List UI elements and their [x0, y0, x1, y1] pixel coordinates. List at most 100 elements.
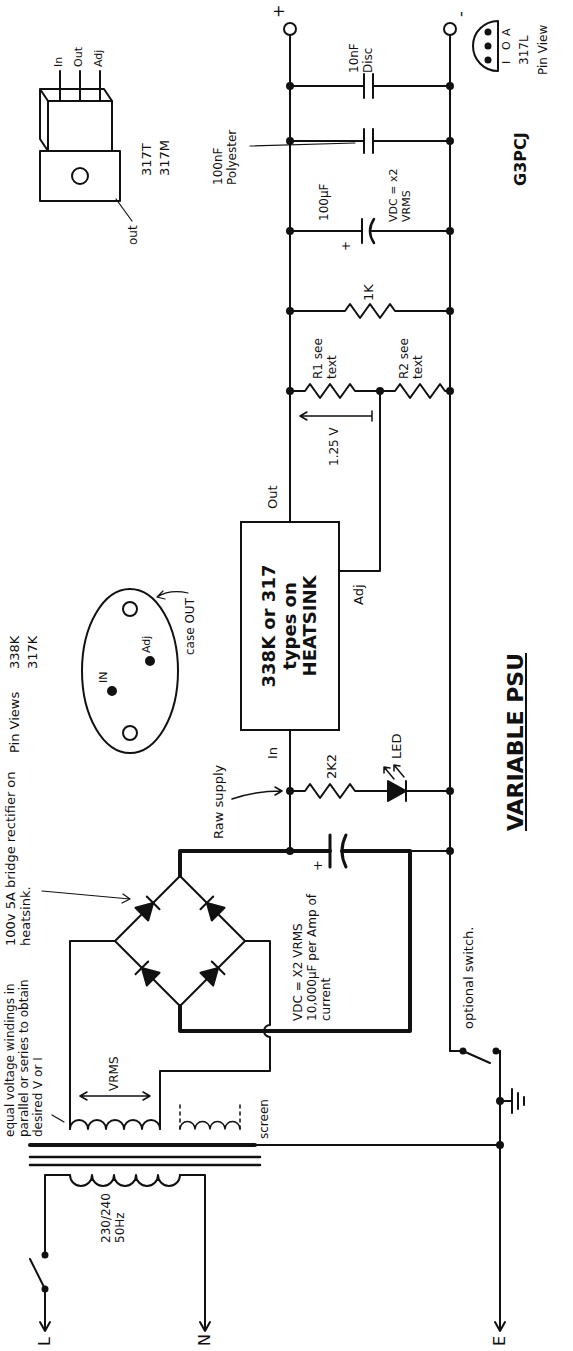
circuit-label: In	[53, 57, 66, 67]
transformer-symbol	[30, 1157, 260, 1165]
bridge-rectifier	[200, 896, 224, 920]
circuit-label: Out	[266, 485, 281, 509]
schematic	[30, 21, 524, 1331]
supply-rails	[447, 848, 453, 854]
circuit-label: 100nF Polyester	[212, 103, 240, 185]
bridge-rectifier	[135, 896, 159, 920]
divider-resistors	[380, 384, 450, 398]
divider-resistors	[290, 304, 450, 318]
circuit-label: IN	[98, 672, 111, 683]
circuit-label: +	[340, 241, 354, 251]
diagram-title: VARIABLE PSU	[503, 653, 528, 831]
to3-pin-view	[123, 602, 137, 616]
output-capacitors	[250, 74, 450, 243]
circuit-label: 1K	[362, 284, 377, 301]
transformer-symbol	[30, 1143, 255, 1147]
circuit-label: 2K2	[325, 754, 340, 779]
bridge-rectifier	[42, 891, 130, 903]
optional-switch	[498, 1050, 500, 1052]
mains-input	[45, 1175, 70, 1255]
circuit-label: 317L	[518, 35, 532, 65]
divider-resistors	[300, 411, 372, 421]
to3-pin-view	[146, 657, 154, 665]
bridge-rectifier	[212, 961, 225, 974]
circuit-label: O	[501, 41, 514, 50]
bridge-rectifier	[70, 941, 115, 1129]
circuit-label: N	[196, 1334, 214, 1346]
to3-pin-view	[123, 726, 137, 740]
circuit-label: 1.25 V	[328, 427, 342, 466]
bridge-rectifier	[42, 835, 410, 1129]
to3-pin-view	[82, 589, 178, 753]
circuit-label: VDC = X2 VRMS 10,000µF per Amp of curren…	[292, 881, 333, 1021]
circuit-label: I	[501, 61, 514, 64]
output-capacitors	[290, 129, 450, 153]
to92-pin-view	[473, 21, 498, 71]
led-indicator	[388, 781, 406, 801]
led-indicator	[232, 787, 282, 799]
circuit-label: In	[266, 747, 281, 759]
circuit-label: VRMS	[108, 1056, 122, 1091]
circuit-label: VDC = x2 VRMS	[388, 164, 413, 222]
to220-package	[116, 199, 132, 221]
transformer-symbol	[70, 1175, 180, 1186]
bridge-rectifier	[200, 896, 224, 920]
supply-rails	[287, 848, 293, 854]
optional-switch	[450, 1050, 461, 1052]
circuit-label: 230/240 50Hz	[100, 1191, 128, 1243]
circuit-label: case OUT	[184, 598, 198, 655]
to92-pin-view	[473, 21, 498, 71]
circuit-label: Pin Views	[8, 692, 23, 753]
transformer-symbol	[80, 1092, 150, 1100]
circuit-label: -	[452, 11, 470, 17]
mains-input	[40, 1291, 50, 1331]
circuit-label: 338K	[8, 636, 23, 669]
circuit-label: 317T	[140, 143, 155, 176]
mains-input	[30, 1259, 45, 1289]
supply-rails	[284, 23, 296, 35]
bridge-rectifier	[160, 941, 270, 1129]
transformer-symbol	[180, 1122, 240, 1130]
regulator-text: 338K or 317 types on HEATSINK	[259, 536, 321, 716]
output-capacitors	[290, 219, 450, 243]
circuit-label: L	[36, 1337, 54, 1346]
output-capacitors	[370, 219, 374, 243]
bridge-rectifier	[200, 961, 224, 985]
circuit-label: +	[311, 860, 326, 871]
optional-switch	[450, 1049, 500, 1064]
to92-pin-view	[486, 30, 491, 35]
mains-input	[180, 1175, 210, 1331]
output-capacitors	[290, 74, 450, 98]
mains-input	[495, 1051, 505, 1331]
bridge-rectifier	[147, 896, 160, 909]
transformer-symbol	[30, 1092, 503, 1186]
supply-rails	[410, 35, 450, 1051]
circuit-label: 100µF	[318, 184, 332, 221]
transformer-symbol	[52, 1115, 64, 1122]
bridge-rectifier	[180, 851, 410, 1031]
led-indicator	[290, 784, 388, 798]
led-indicator	[232, 765, 450, 801]
bridge-rectifier	[135, 961, 159, 985]
bridge-rectifier	[180, 851, 330, 876]
regulator-box: 338K or 317 types on HEATSINK	[240, 521, 340, 731]
to3-pin-view	[108, 687, 116, 695]
bridge-rectifier	[342, 835, 346, 867]
circuit-label: Adj	[352, 584, 367, 605]
circuit-label: out	[127, 225, 141, 245]
to220-package	[48, 101, 112, 151]
bridge-rectifier	[135, 961, 159, 985]
circuit-label: Out	[73, 47, 86, 67]
circuit-label: LED	[390, 734, 405, 759]
to3-pin-view	[82, 589, 188, 753]
circuit-label: R1 see text	[312, 324, 340, 379]
led-indicator	[406, 781, 450, 801]
circuit-label: 317M	[158, 140, 173, 176]
bridge-rectifier	[135, 961, 148, 974]
transformer-symbol	[255, 1144, 500, 1146]
earth-symbol	[497, 1089, 524, 1113]
circuit-label: G3PCJ	[512, 132, 530, 186]
to220-package	[40, 89, 112, 151]
circuit-label: equal voltage windings in parallel or se…	[4, 952, 45, 1137]
output-capacitors	[250, 143, 355, 146]
